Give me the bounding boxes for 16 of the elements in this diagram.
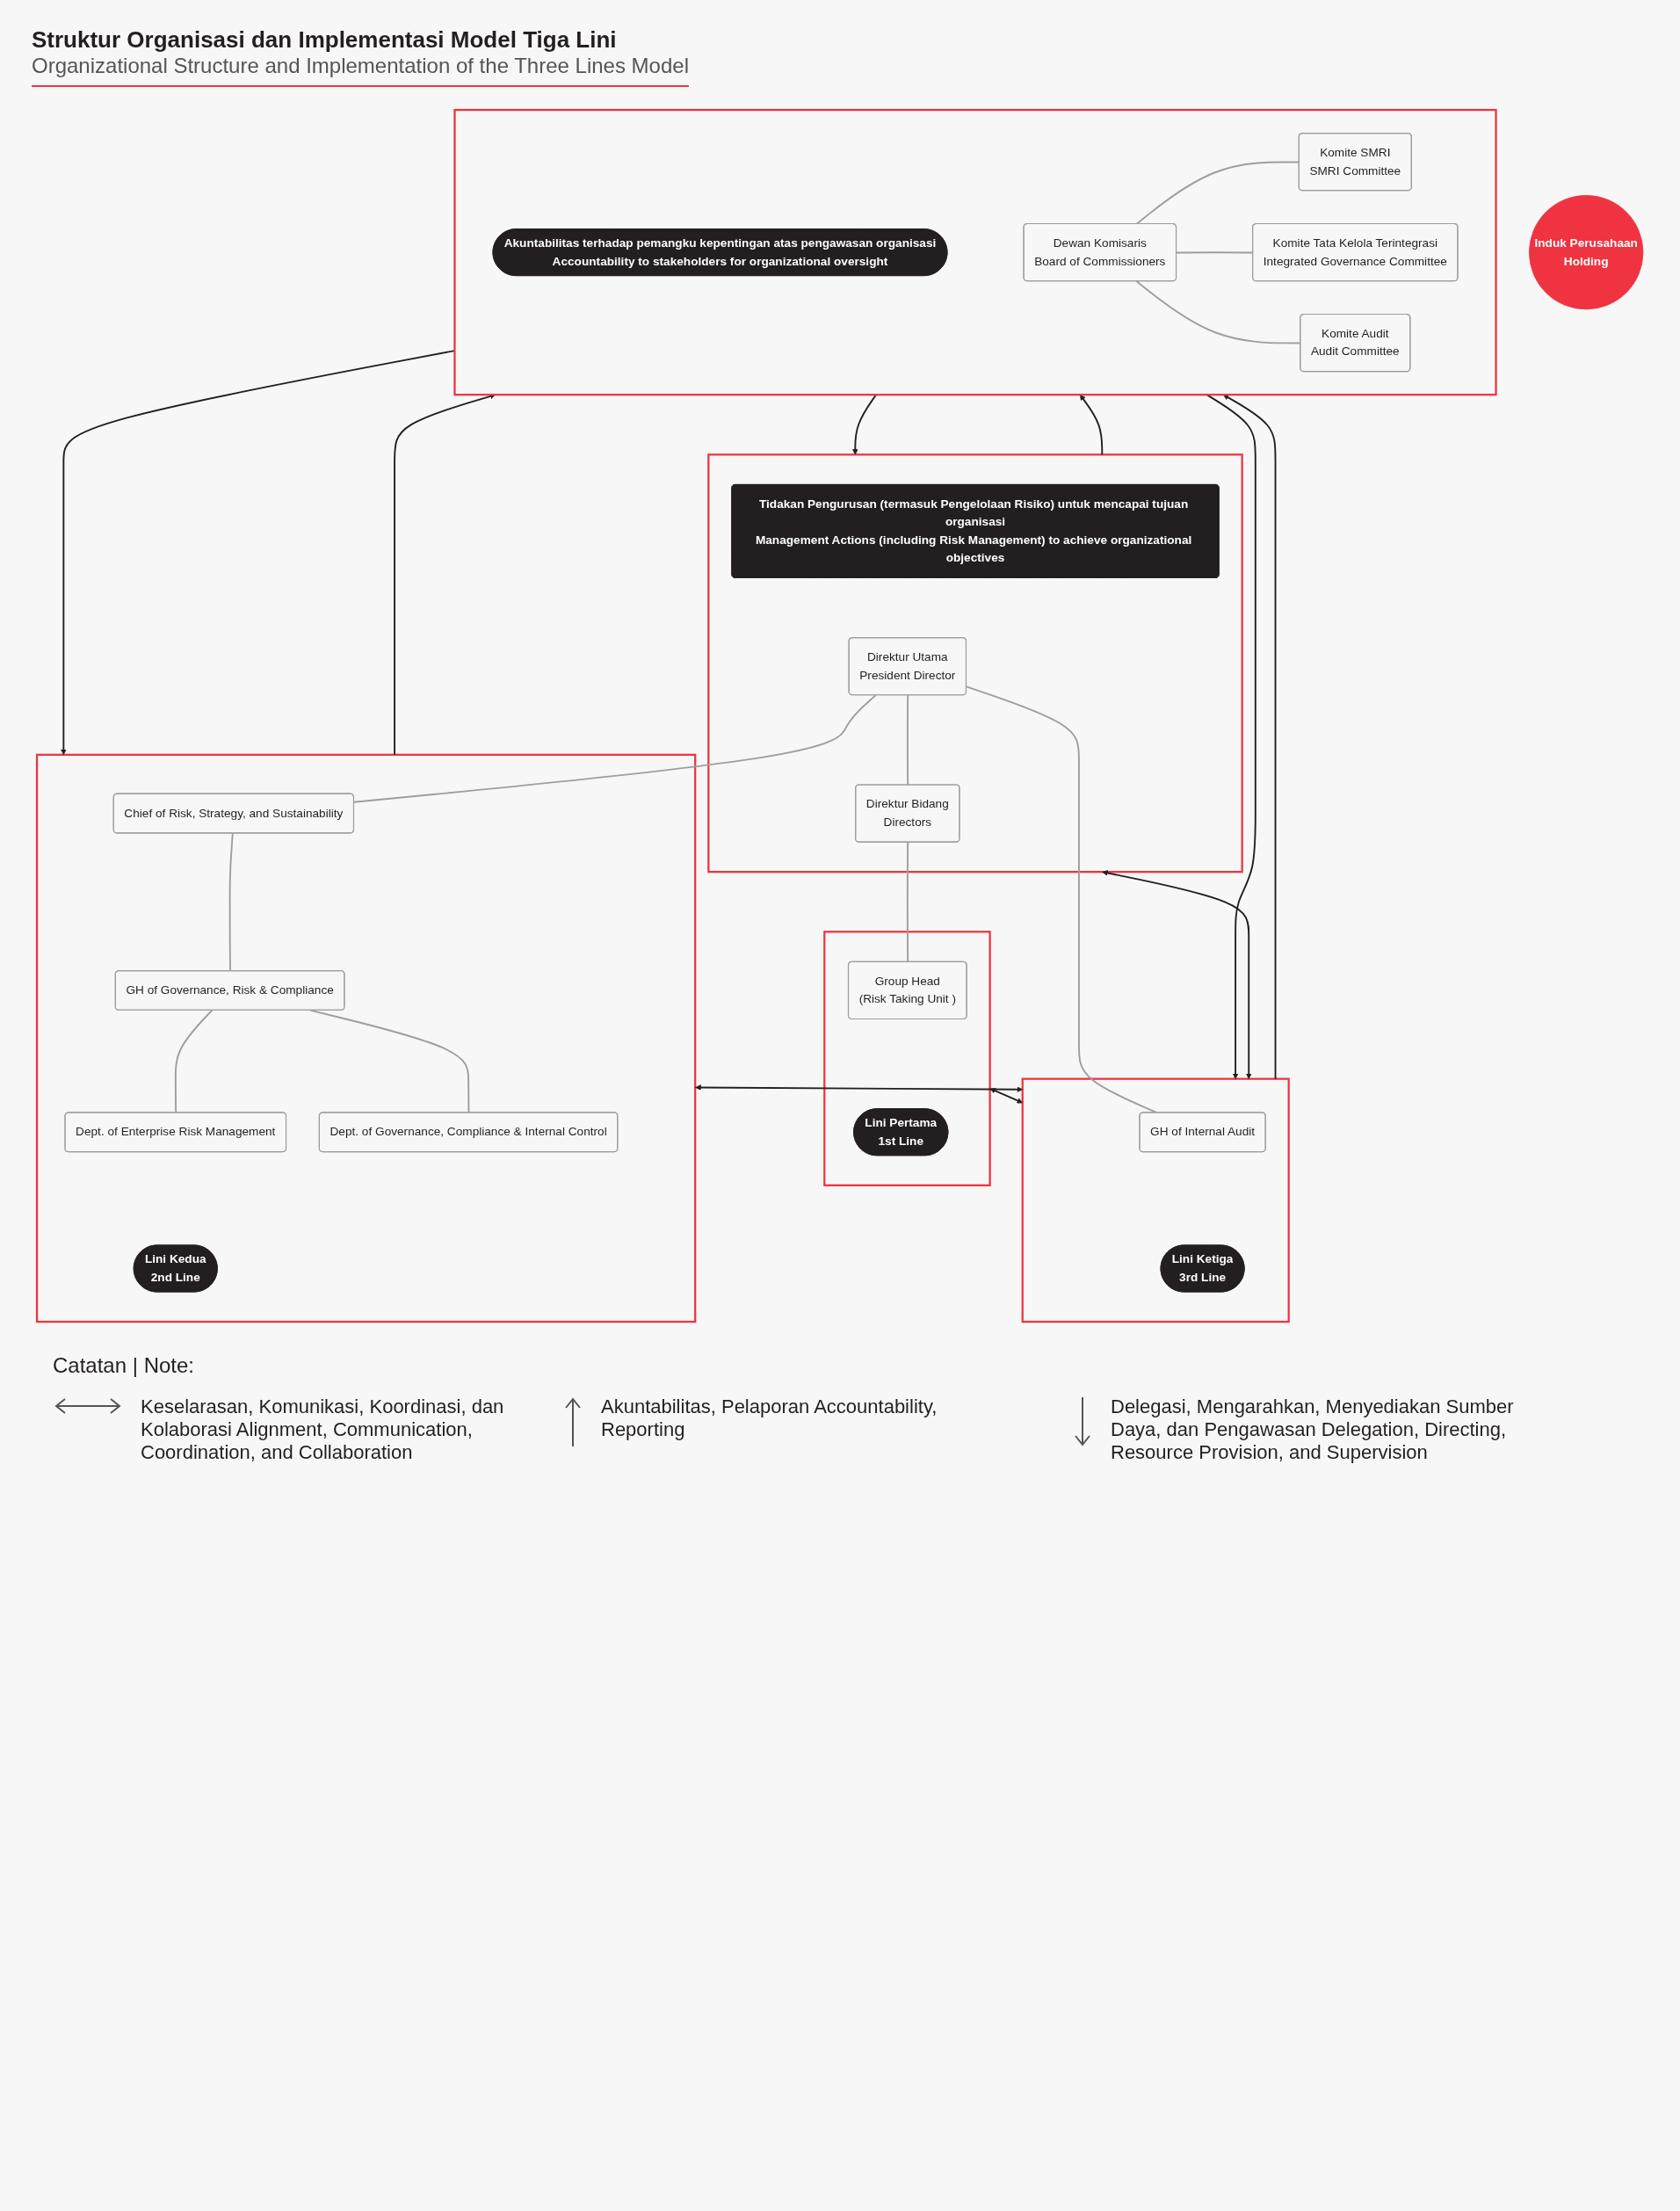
cluster [453, 108, 1497, 396]
arrow [1102, 870, 1252, 1079]
legend-text: Delegasi, Mengarahkan, Menyediakan Sumber Daya, dan Pengawasan Delegation, Directing, Resource Provision, and Supervision [1111, 1395, 1515, 1465]
legend-text: Akuntabilitas, Pelaporan Accountability, Reporting [601, 1395, 938, 1442]
cluster [35, 753, 697, 1323]
note-heading: Catatan | Note: [53, 1353, 195, 1379]
subtitle: Organizational Structure and Implementation of the Three Lines Model [32, 54, 689, 87]
connector [228, 832, 234, 972]
cluster [707, 453, 1243, 874]
title: Struktur Organisasi dan Implementasi Model Tiga Lini [32, 26, 618, 54]
connector [906, 841, 909, 963]
node-circle: Induk Perusahaan Holding [1529, 194, 1644, 310]
cluster [1021, 1077, 1290, 1323]
cluster [823, 931, 991, 1186]
legend-text: Keselarasan, Komunikasi, Koordinasi, dan Kolaborasi Alignment, Communication, Coordination, and Collaboration [141, 1395, 505, 1465]
arrow [695, 1084, 1024, 1093]
